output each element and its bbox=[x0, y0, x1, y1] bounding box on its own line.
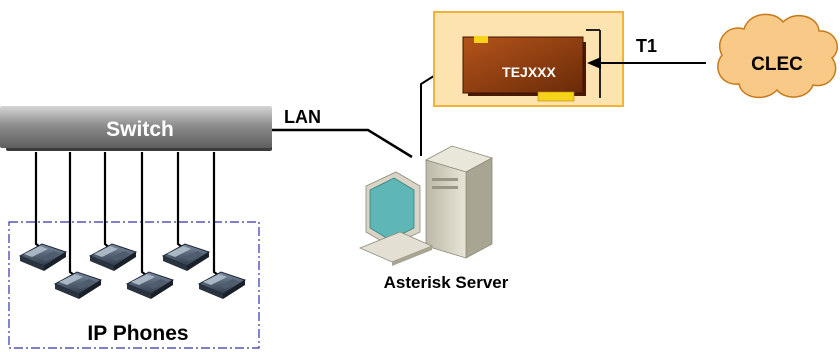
lan-label: LAN bbox=[284, 107, 321, 127]
card-label: TEJXXX bbox=[502, 64, 556, 80]
server-card-cable bbox=[420, 73, 438, 156]
ip-phone bbox=[126, 271, 174, 300]
ip-phone bbox=[198, 271, 246, 300]
lan-cable bbox=[272, 128, 413, 159]
ip-phone bbox=[162, 243, 210, 272]
server-label: Asterisk Server bbox=[384, 273, 509, 292]
clec-label: CLEC bbox=[751, 54, 803, 75]
cloud-icon: CLEC bbox=[717, 13, 838, 99]
ip-phone bbox=[89, 243, 137, 272]
ip-phone bbox=[54, 271, 102, 300]
desktop-computer-icon bbox=[358, 145, 494, 266]
network-switch-icon: Switch bbox=[0, 106, 272, 151]
switch-label: Switch bbox=[106, 118, 174, 141]
t1-arrowhead bbox=[587, 57, 601, 69]
t1-label: T1 bbox=[636, 36, 657, 56]
ip-phones-label: IP Phones bbox=[87, 322, 188, 345]
telephony-card-icon: TEJXXX bbox=[433, 11, 624, 107]
ip-phone bbox=[19, 243, 67, 272]
ip-phones-group bbox=[8, 221, 260, 349]
